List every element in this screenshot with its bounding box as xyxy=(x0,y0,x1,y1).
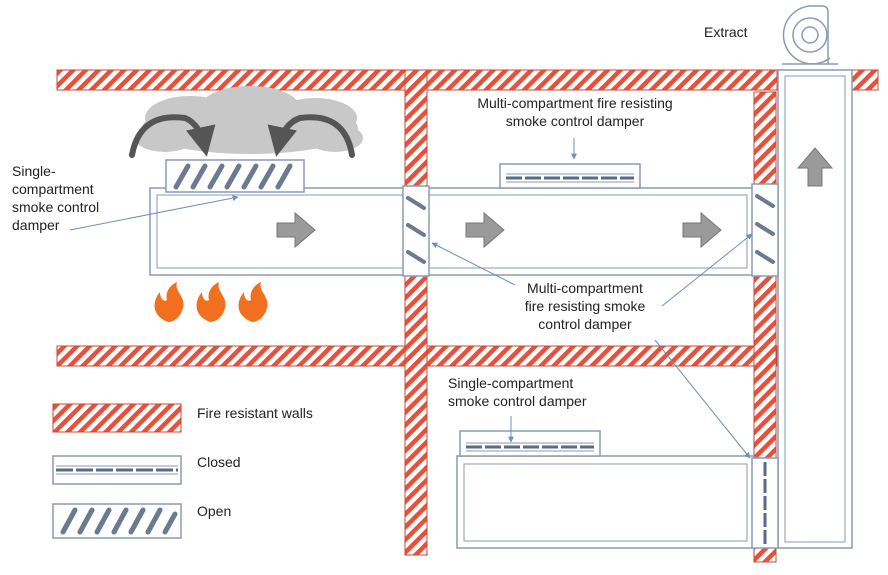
legend-open-label: Open xyxy=(197,503,232,519)
multi-compartment-mid-label: Multi-compartment fire resisting smoke c… xyxy=(524,280,646,332)
extract-label: Extract xyxy=(704,24,748,40)
extract-riser xyxy=(777,69,853,549)
smoke-curved-arrows xyxy=(129,114,355,158)
multi-compartment-damper-open-right-wall xyxy=(751,183,779,277)
wall-top-slab-right xyxy=(851,69,879,91)
legend-walls-label: Fire resistant walls xyxy=(197,405,313,421)
legend-walls-swatch xyxy=(52,403,182,433)
airflow-arrow-icon xyxy=(276,147,834,249)
pointer-lines xyxy=(69,138,753,459)
fan-icon xyxy=(782,5,838,65)
multi-compartment-damper-open-center-wall xyxy=(402,185,430,277)
upper-duct xyxy=(149,187,755,276)
lower-duct xyxy=(456,455,755,549)
legend-closed-label: Closed xyxy=(197,454,241,470)
multi-compartment-damper-closed-top xyxy=(506,173,634,183)
multi-compartment-top-label: Multi-compartment fire resisting smoke c… xyxy=(477,95,673,129)
single-compartment-damper-open xyxy=(165,159,305,193)
single-compartment-left-label: Single- compartment smoke control damper xyxy=(12,163,100,233)
legend xyxy=(52,403,182,539)
wall-vertical-center xyxy=(404,69,428,556)
single-compartment-bottom-label: Single-compartment smoke control damper xyxy=(448,375,587,409)
flame-icon xyxy=(154,282,268,322)
single-compartment-damper-closed-lower xyxy=(466,442,594,452)
legend-closed-swatch xyxy=(52,455,182,485)
legend-open-swatch xyxy=(52,503,182,539)
multi-compartment-damper-closed-lower xyxy=(751,457,779,549)
